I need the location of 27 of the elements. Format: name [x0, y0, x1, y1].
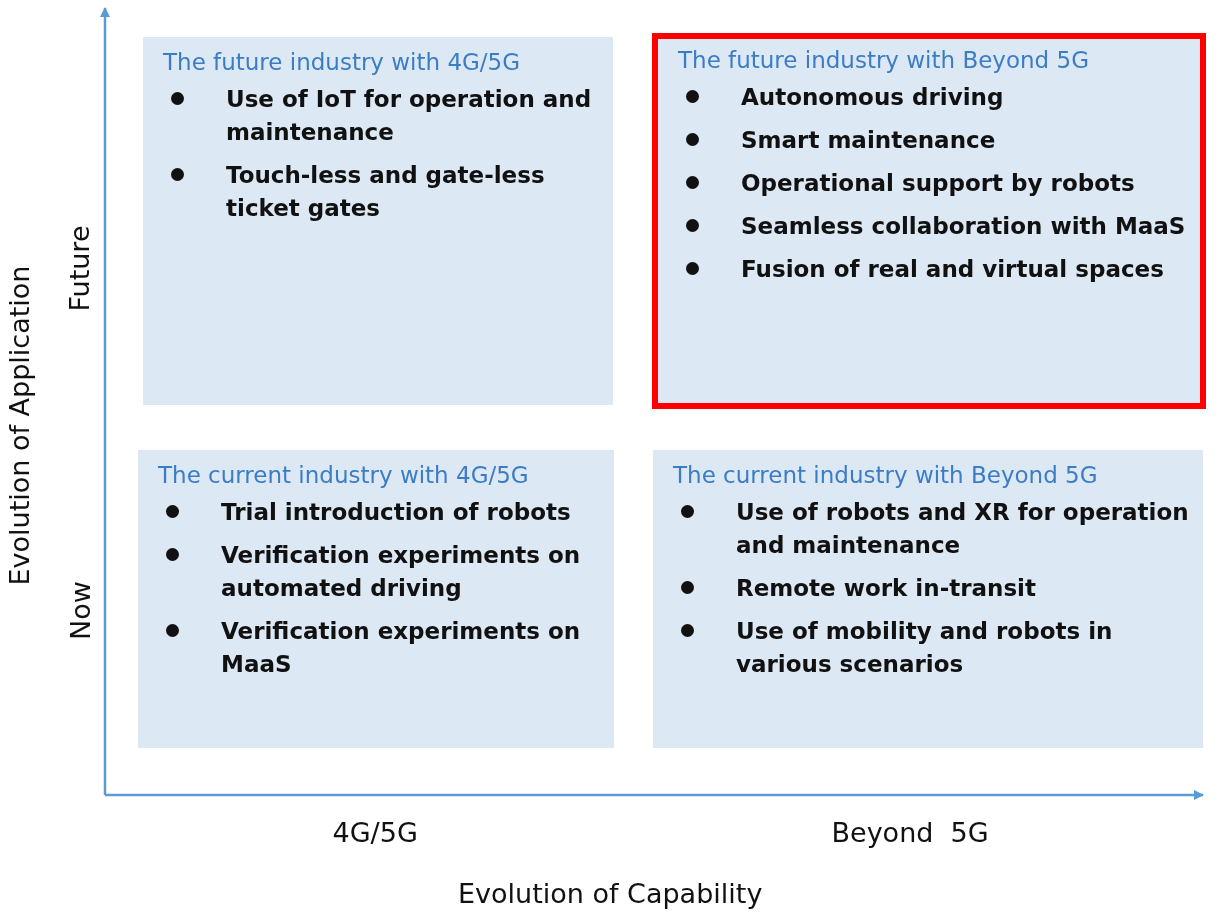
bullet-text: Use of robots and XR for operation and maintenance	[736, 498, 1189, 560]
bullet-text: Autonomous driving	[741, 83, 1004, 112]
bullet-text: Remote work in-transit	[736, 574, 1036, 603]
bullet-text: Use of IoT for operation and maintenance	[226, 85, 593, 147]
panel-heading: The current industry with 4G/5G	[158, 462, 530, 488]
bullet-text: Use of mobility and robots in various scenarios	[736, 617, 1114, 679]
axis-tick-label: Beyond 5G	[831, 816, 989, 848]
axis-title: Evolution of Application	[4, 265, 36, 585]
bullet-text: Seamless collaboration with MaaS	[741, 212, 1186, 241]
bullet-text: Fusion of real and virtual spaces	[741, 255, 1164, 284]
quadrant-panel	[138, 450, 614, 748]
bullet-text: Trial introduction of robots	[221, 498, 571, 527]
quadrant-panel	[652, 33, 1206, 409]
bullet-text: Verification experiments on automated driving	[221, 541, 582, 603]
quadrant-panel	[653, 450, 1203, 748]
bullet-text: Operational support by robots	[741, 169, 1135, 198]
bullet-text: Smart maintenance	[741, 126, 996, 155]
bullet-text: Verification experiments on MaaS	[221, 617, 582, 679]
axis-tick-label: 4G/5G	[332, 816, 418, 848]
axis-tick-label: Future	[64, 225, 96, 311]
panel-heading: The future industry with Beyond 5G	[678, 47, 1090, 73]
panel-heading: The current industry with Beyond 5G	[673, 462, 1099, 488]
panel-heading: The future industry with 4G/5G	[163, 49, 522, 75]
bullet-text: Touch-less and gate-less ticket gates	[226, 161, 546, 223]
quadrant-panel	[143, 37, 613, 405]
axis-tick-label: Now	[64, 580, 96, 640]
axis-title: Evolution of Capability	[458, 877, 763, 909]
